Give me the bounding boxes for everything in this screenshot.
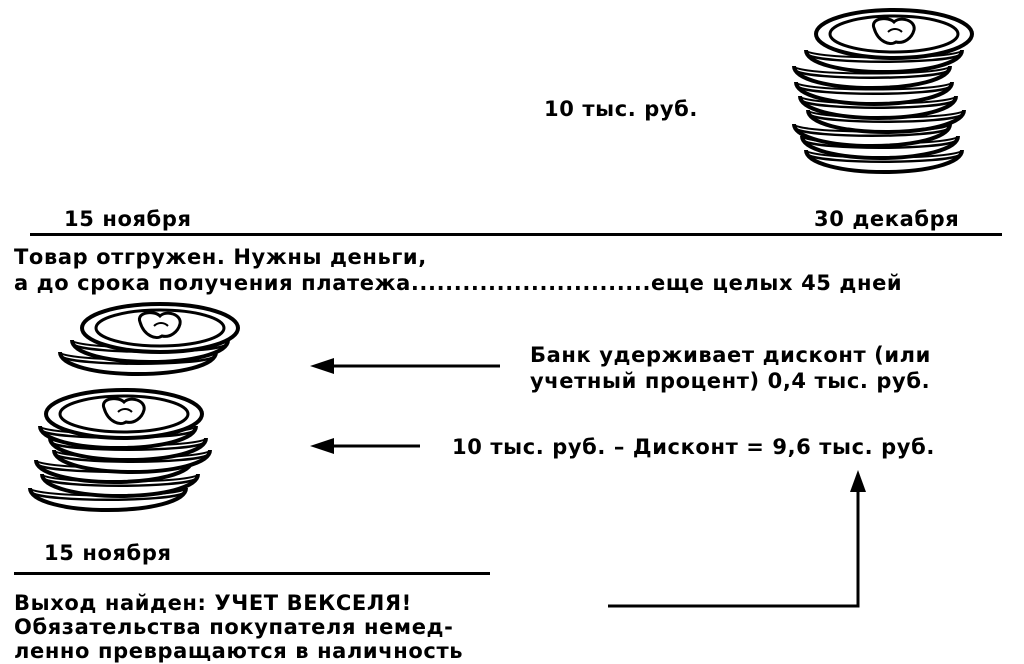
coin-stack-small-left bbox=[58, 302, 240, 376]
arrow-left-lower bbox=[310, 438, 420, 454]
date-bottom-label: 15 ноября bbox=[44, 541, 172, 565]
timeline-top bbox=[30, 233, 1002, 236]
timeline-bottom bbox=[14, 572, 490, 575]
arrow-left-upper bbox=[310, 358, 500, 374]
solution-text-line2: Обязательства покупателя немед- bbox=[14, 615, 454, 639]
coin-stack-large-left bbox=[28, 388, 212, 512]
bank-text-line2: учетный процент) 0,4 тыс. руб. bbox=[530, 369, 931, 393]
date-left-label: 15 ноября bbox=[64, 207, 192, 231]
date-right-label: 30 декабря bbox=[814, 207, 960, 231]
solution-text-line3: ленно превращаются в наличность bbox=[14, 639, 464, 663]
arrow-up-connector bbox=[608, 470, 866, 608]
formula-text: 10 тыс. руб. – Дисконт = 9,6 тыс. руб. bbox=[452, 435, 935, 459]
coin-stack-large-right bbox=[792, 8, 974, 174]
bank-text-line1: Банк удерживает дисконт (или bbox=[530, 343, 931, 367]
shipment-text-line1: Товар отгружен. Нужны деньги, bbox=[14, 245, 427, 269]
amount-label: 10 тыс. руб. bbox=[544, 97, 698, 121]
solution-text-line1: Выход найден: УЧЕТ ВЕКСЕЛЯ! bbox=[14, 591, 412, 615]
shipment-text-line2: а до срока получения платежа............… bbox=[14, 271, 903, 295]
